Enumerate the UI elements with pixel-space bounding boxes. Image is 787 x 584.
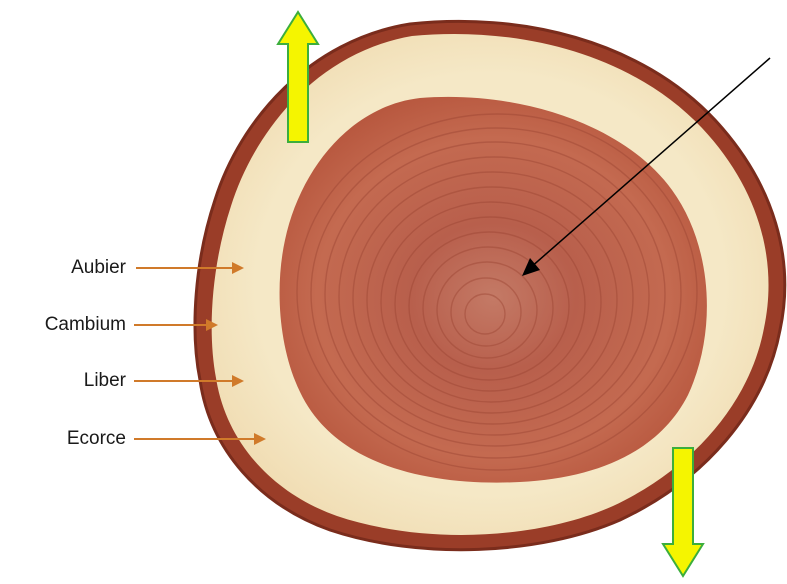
label-cambium: Cambium <box>6 314 126 336</box>
label-aubier: Aubier <box>6 257 126 279</box>
label-liber: Liber <box>6 370 126 392</box>
label-ecorce: Ecorce <box>6 428 126 450</box>
